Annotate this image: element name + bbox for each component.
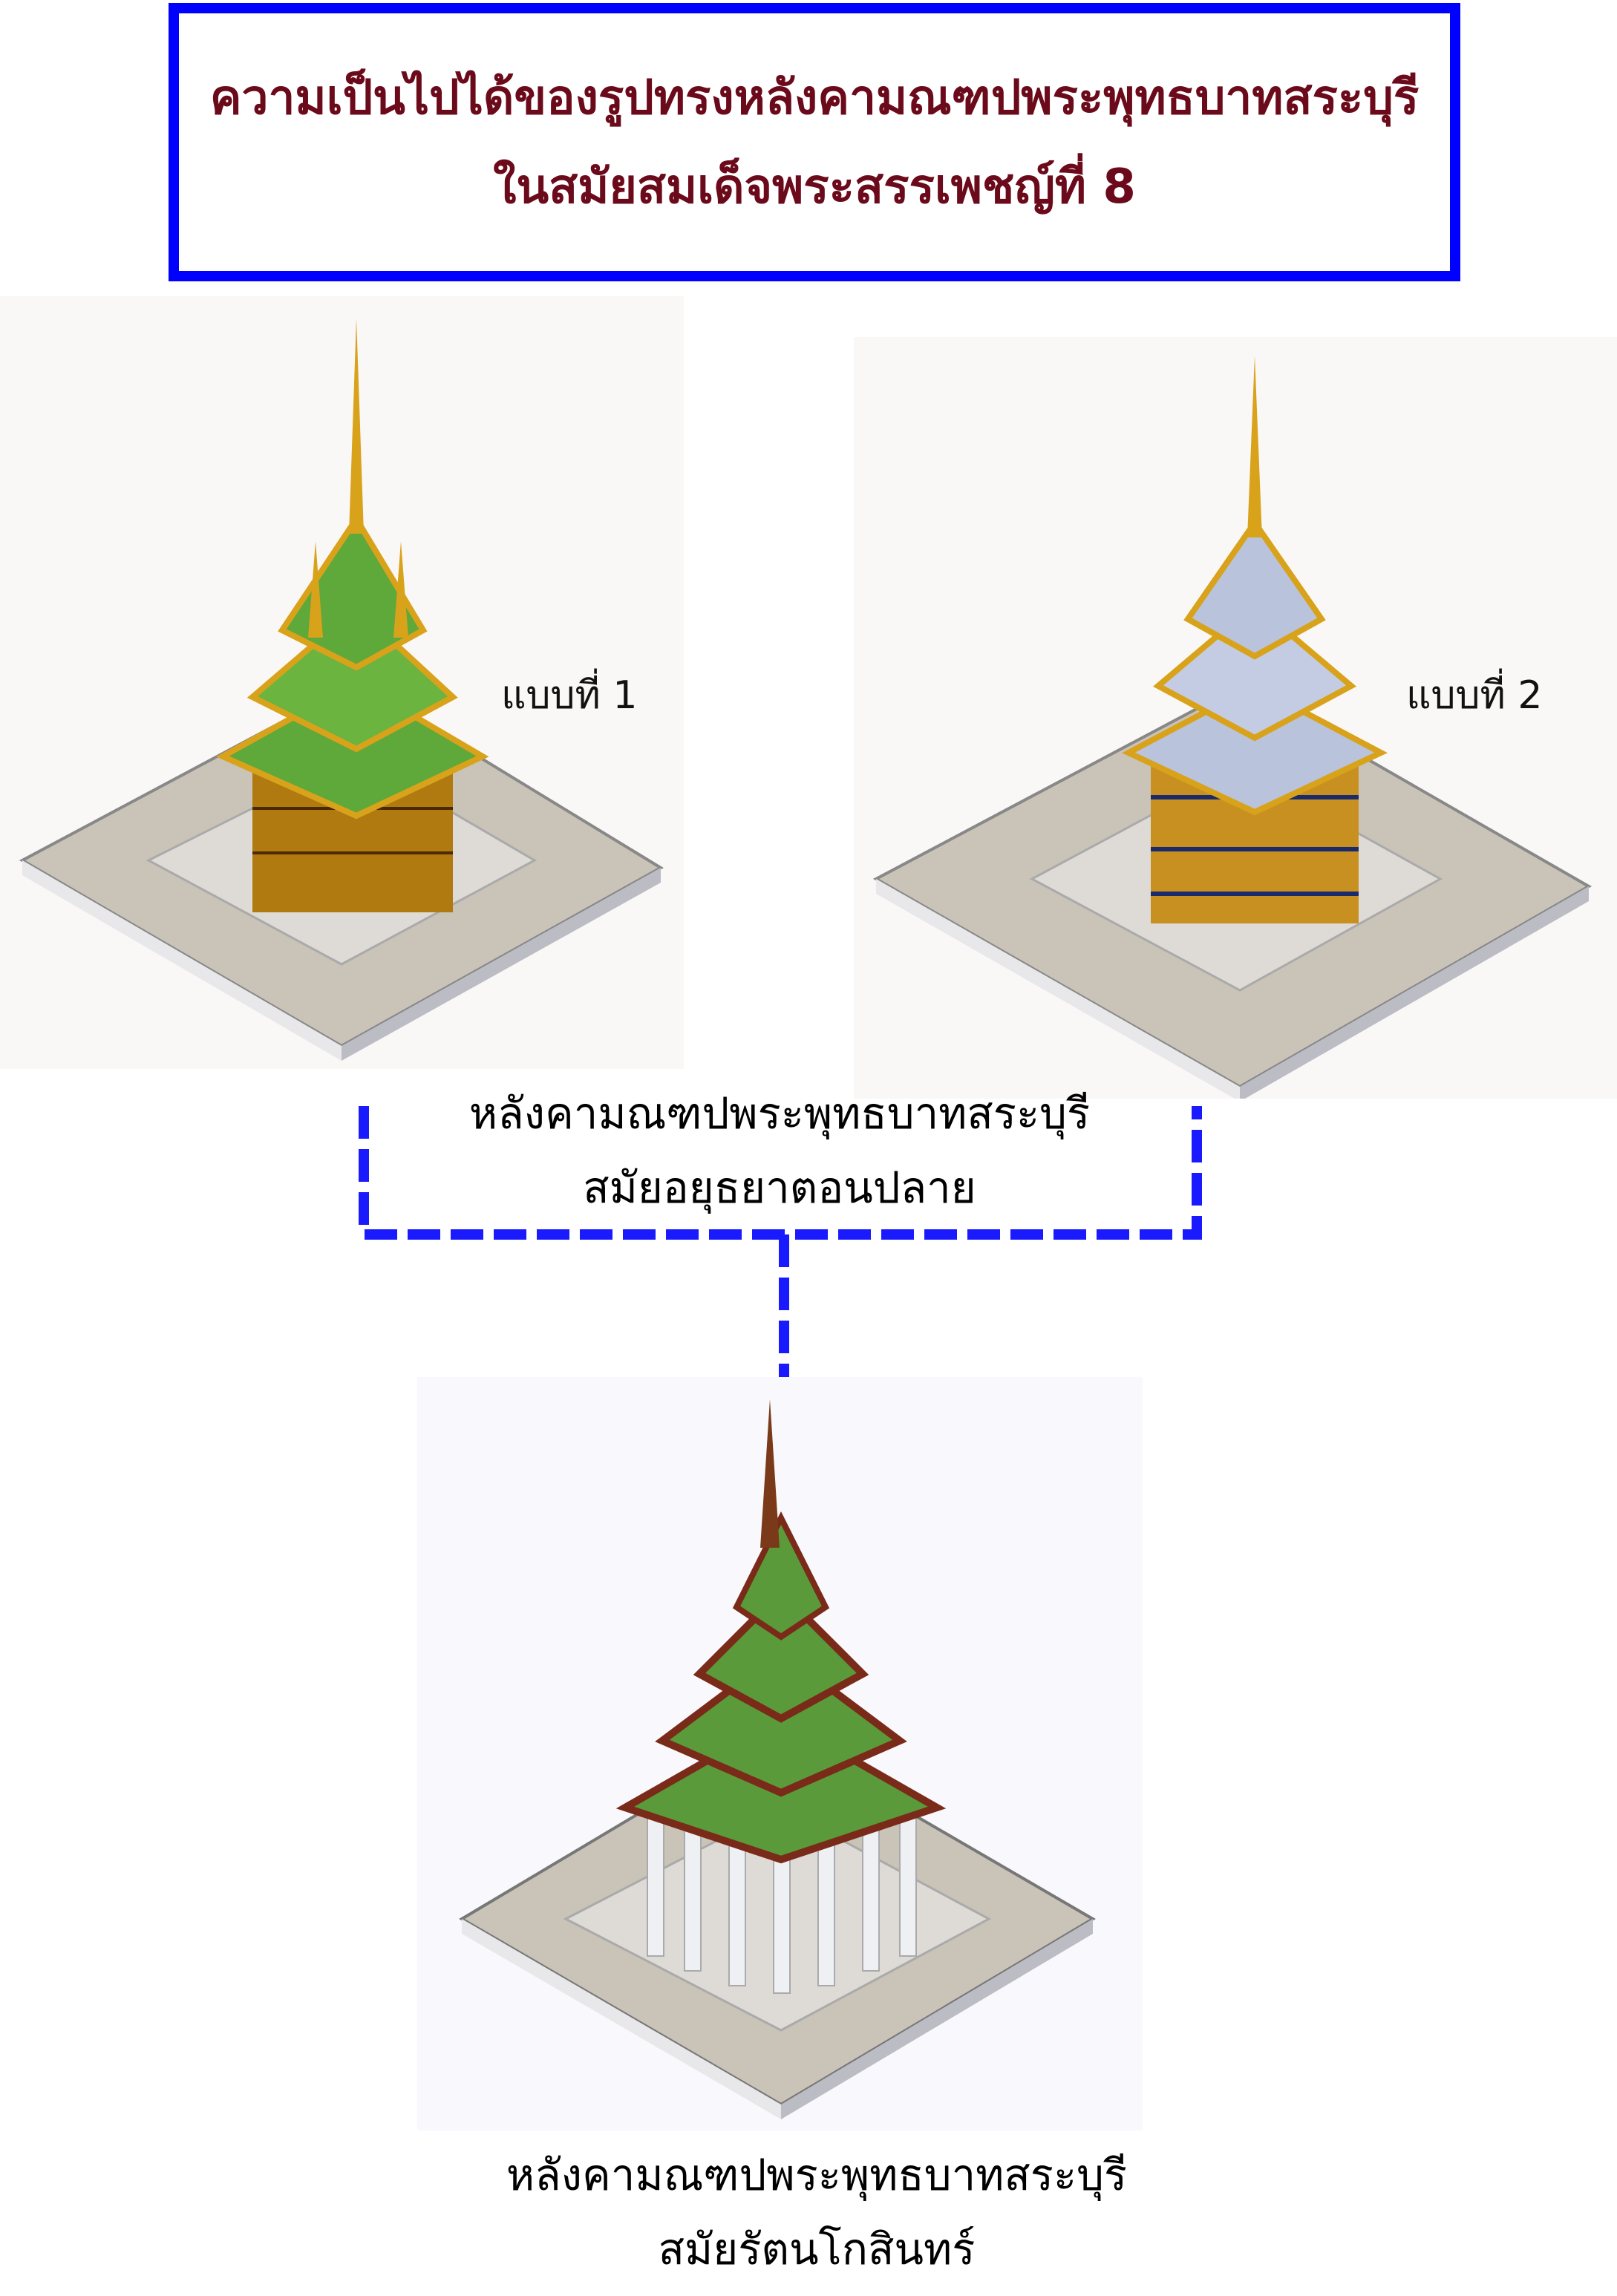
bottom-caption-line-1: หลังคามณฑปพระพุทธบาทสระบุรี — [506, 2150, 1128, 2200]
variant-2-render: แบบที่ 2 — [854, 337, 1617, 1099]
variant-2-label: แบบที่ 2 — [1406, 673, 1543, 718]
title-line-1: ความเป็นไปได้ของรูปทรงหลังคามณฑปพระพุทธบ… — [209, 70, 1420, 125]
middle-caption: หลังคามณฑปพระพุทธบาทสระบุรี สมัยอยุธยาตอ… — [401, 1076, 1158, 1225]
middle-caption-line-1: หลังคามณฑปพระพุทธบาทสระบุรี — [468, 1088, 1091, 1139]
title-line-2: ในสมัยสมเด็จพระสรรเพชญ์ที่ 8 — [493, 159, 1136, 215]
middle-caption-line-2: สมัยอยุธยาตอนปลาย — [583, 1162, 976, 1213]
mondop-rattanakosin-image — [459, 1399, 1096, 2119]
variant-1-label: แบบที่ 1 — [501, 673, 638, 718]
bottom-caption: หลังคามณฑปพระพุทธบาทสระบุรี สมัยรัตนโกสิ… — [416, 2138, 1218, 2286]
variant-1-render: แบบที่ 1 — [0, 296, 684, 1069]
title-box: ความเป็นไปได้ของรูปทรงหลังคามณฑปพระพุทธบ… — [169, 3, 1460, 281]
dashed-connector — [359, 1106, 1202, 1377]
mondop-model-2-image — [872, 356, 1592, 1099]
rattanakosin-render — [417, 1377, 1143, 2130]
mondop-model-1-image — [19, 318, 664, 1061]
bottom-caption-line-2: สมัยรัตนโกสินทร์ — [658, 2224, 976, 2274]
